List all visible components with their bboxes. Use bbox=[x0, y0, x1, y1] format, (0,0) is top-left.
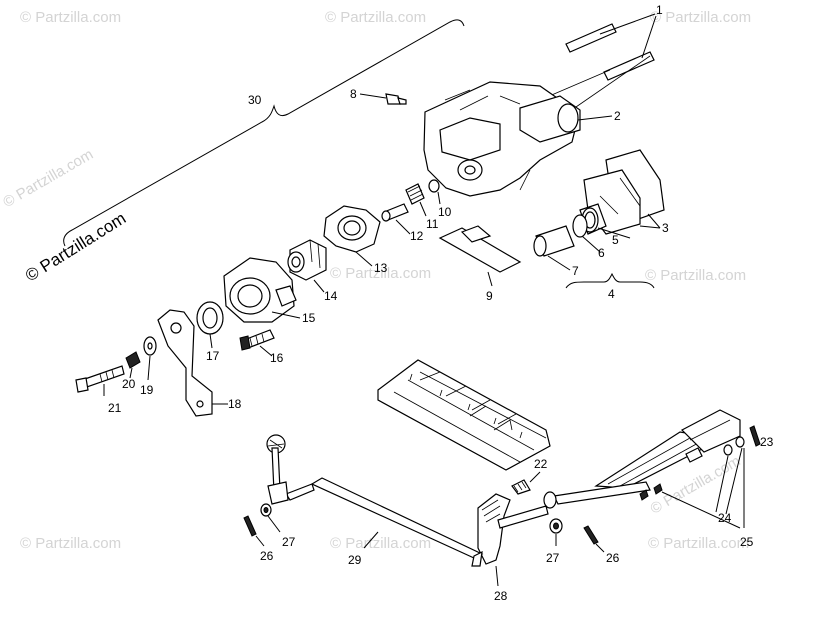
spring-part-22: 22 bbox=[511, 457, 548, 495]
watermark: © Partzilla.com bbox=[20, 535, 121, 552]
callout-8: 8 bbox=[350, 87, 357, 101]
washer-part-27-left: 27 bbox=[260, 503, 296, 549]
pins-part-1: 1 bbox=[519, 3, 663, 191]
callout-26-right: 26 bbox=[606, 551, 620, 565]
footrest bbox=[377, 359, 551, 471]
callout-29: 29 bbox=[348, 553, 362, 567]
linkage-rod-part-29: 29 bbox=[285, 477, 484, 567]
watermark: © Partzilla.com bbox=[330, 265, 431, 282]
lever-arm-part-18: 18 bbox=[157, 309, 242, 417]
callout-22: 22 bbox=[534, 457, 548, 471]
brake-lever-part-28: 28 bbox=[477, 493, 549, 603]
brake-pedal bbox=[543, 409, 741, 509]
callout-16: 16 bbox=[270, 351, 284, 365]
pin-part-26-left: 26 bbox=[243, 515, 274, 563]
callout-19: 19 bbox=[140, 383, 154, 397]
callout-4: 4 bbox=[608, 287, 615, 301]
callout-24: 24 bbox=[718, 511, 732, 525]
callout-28: 28 bbox=[494, 589, 508, 603]
watermark: © Partzilla.com bbox=[330, 535, 431, 552]
watermark: © Partzilla.com bbox=[645, 267, 746, 284]
left-shaft bbox=[266, 434, 289, 505]
small-parts-10-11-12: 10 11 12 bbox=[381, 179, 452, 243]
callout-7: 7 bbox=[572, 264, 579, 278]
watermark: © Partzilla.com bbox=[20, 9, 121, 26]
callout-11: 11 bbox=[426, 217, 439, 231]
washer-part-17: 17 bbox=[196, 301, 224, 363]
callout-14: 14 bbox=[324, 289, 338, 303]
assembly-bracket-30: 30 bbox=[63, 19, 465, 247]
washer-part-27-right: 27 bbox=[546, 518, 563, 565]
watermark-prominent: © Partzilla.com bbox=[22, 209, 129, 286]
cam-housing-part-15: 15 bbox=[223, 257, 316, 325]
callout-23: 23 bbox=[760, 435, 774, 449]
callout-20: 20 bbox=[122, 377, 136, 391]
callout-26-left: 26 bbox=[260, 549, 274, 563]
watermark: © Partzilla.com bbox=[650, 9, 751, 26]
bleeder-screw-part-8: 8 bbox=[350, 87, 407, 105]
callout-12: 12 bbox=[410, 229, 424, 243]
watermark: © Partzilla.com bbox=[0, 146, 96, 211]
callout-15: 15 bbox=[302, 311, 316, 325]
callout-27-left: 27 bbox=[282, 535, 296, 549]
callout-18: 18 bbox=[228, 397, 242, 411]
callout-5: 5 bbox=[612, 233, 619, 247]
callout-3: 3 bbox=[662, 221, 669, 235]
actuator-part-14: 14 bbox=[287, 239, 338, 303]
fasteners-19-20-21: 19 20 21 bbox=[75, 336, 157, 415]
small-parts-23-24-25: 23 24 25 bbox=[639, 425, 774, 549]
callout-27-right: 27 bbox=[546, 551, 560, 565]
callout-10: 10 bbox=[438, 205, 452, 219]
callout-1: 1 bbox=[656, 3, 663, 17]
callout-30: 30 bbox=[248, 93, 262, 107]
gasket-part-13: 13 bbox=[323, 205, 388, 275]
callout-17: 17 bbox=[206, 349, 220, 363]
callout-2: 2 bbox=[614, 109, 621, 123]
callout-6: 6 bbox=[598, 246, 605, 260]
callout-25: 25 bbox=[740, 535, 754, 549]
pin-part-26-right: 26 bbox=[583, 525, 620, 565]
caliper-body-part-2: 2 bbox=[423, 81, 621, 197]
watermark: © Partzilla.com bbox=[325, 9, 426, 26]
piston-assembly-part-4: 5 6 7 4 bbox=[533, 203, 655, 301]
clip-part-9: 9 bbox=[438, 225, 522, 303]
callout-21: 21 bbox=[108, 401, 122, 415]
callout-9: 9 bbox=[486, 289, 493, 303]
callout-13: 13 bbox=[374, 261, 388, 275]
bolt-part-16: 16 bbox=[239, 329, 284, 365]
watermark: © Partzilla.com bbox=[648, 535, 749, 552]
